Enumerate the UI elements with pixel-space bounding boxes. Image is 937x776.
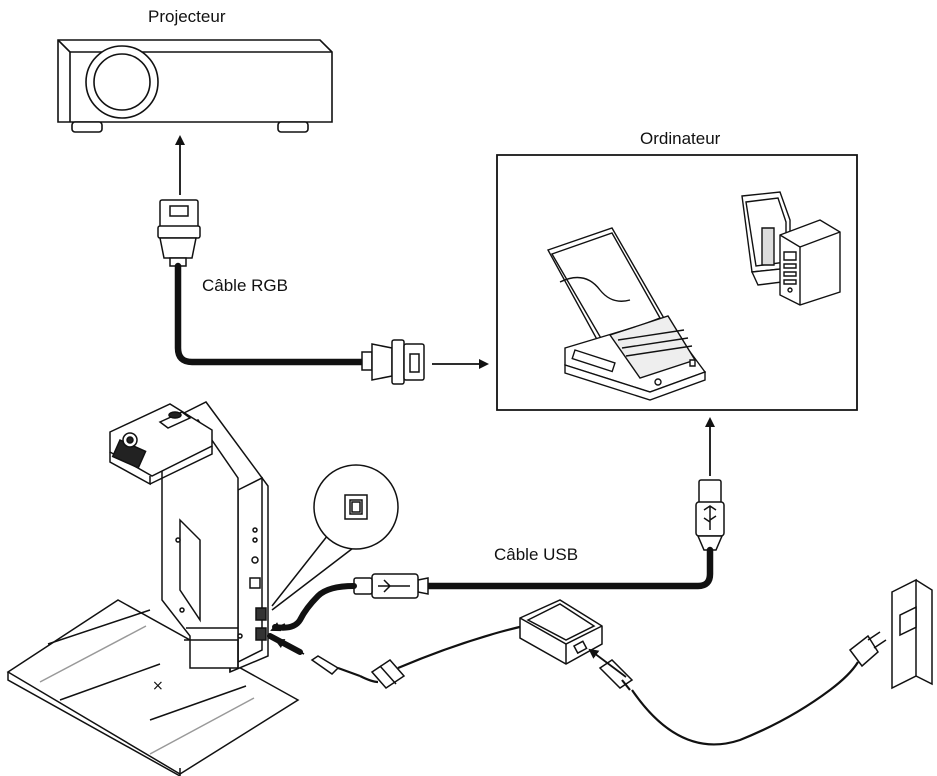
usb-cable xyxy=(270,480,724,632)
rgb-cable xyxy=(158,200,424,384)
laptop xyxy=(548,228,705,400)
desktop-computer xyxy=(742,192,840,305)
projector-label: Projecteur xyxy=(148,7,226,26)
rgb-connector-right xyxy=(362,340,424,384)
arrow-to-dc-port xyxy=(274,639,304,654)
usb-a-connector xyxy=(696,480,724,550)
projector xyxy=(58,40,332,132)
rgb-cable-label: Câble RGB xyxy=(202,276,288,295)
usb-port-callout xyxy=(272,465,398,610)
power-adapter xyxy=(270,580,932,744)
rgb-connector-top xyxy=(158,200,200,266)
svg-text:×: × xyxy=(152,678,164,694)
computer-label: Ordinateur xyxy=(640,129,721,148)
document-camera: × xyxy=(8,402,298,776)
arrow-to-adapter xyxy=(588,648,626,677)
usb-b-connector xyxy=(354,574,428,598)
usb-cable-label: Câble USB xyxy=(494,545,579,564)
